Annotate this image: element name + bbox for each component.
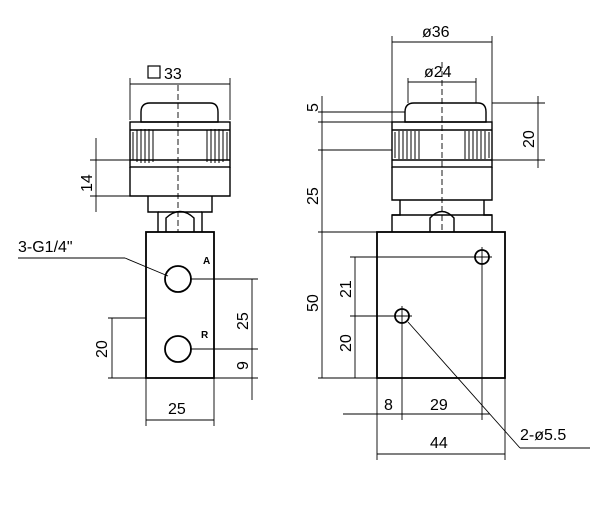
dim-21: 21 — [338, 280, 355, 298]
hole-callout-label: 2-ø5.5 — [520, 427, 566, 444]
dim-square-33: 33 — [164, 66, 182, 83]
dim-14: 14 — [79, 174, 96, 192]
dim-9: 9 — [235, 361, 252, 370]
left-cap-top — [140, 102, 219, 123]
dim-29: 29 — [430, 397, 448, 414]
left-stem — [165, 210, 195, 232]
left-neck — [147, 196, 213, 232]
dim-25-right: 25 — [305, 187, 322, 205]
dim-20-hole: 20 — [338, 334, 355, 352]
right-body — [376, 231, 506, 379]
dim-20-left: 20 — [94, 340, 111, 358]
right-cap-top — [404, 102, 487, 123]
left-cap-ribs — [132, 129, 228, 163]
right-view: ø36 ø24 5 20 25 50 21 20 — [305, 24, 590, 460]
port-label-a: A — [203, 256, 210, 267]
port-r-hole — [164, 335, 192, 363]
dim-8: 8 — [384, 397, 393, 414]
dim-50: 50 — [305, 294, 322, 312]
port-label-r: R — [201, 330, 209, 341]
left-cap-lower — [129, 167, 231, 197]
dim-5: 5 — [305, 103, 322, 112]
dim-diameter-36: ø36 — [422, 24, 450, 41]
square-symbol-icon — [147, 65, 161, 79]
port-a-hole — [164, 265, 192, 293]
left-view: 33 14 3-G1/4" A R 25 9 20 25 — [18, 65, 258, 426]
dim-44: 44 — [430, 435, 448, 452]
dim-25-width: 25 — [168, 401, 186, 418]
dim-20-cap: 20 — [521, 130, 538, 148]
right-cap-ribs — [394, 131, 490, 159]
port-callout-label: 3-G1/4" — [18, 239, 73, 256]
dim-diameter-24: ø24 — [424, 64, 452, 81]
left-body — [145, 231, 215, 379]
left-cap-ring — [129, 121, 231, 168]
dim-25-port: 25 — [235, 312, 252, 330]
